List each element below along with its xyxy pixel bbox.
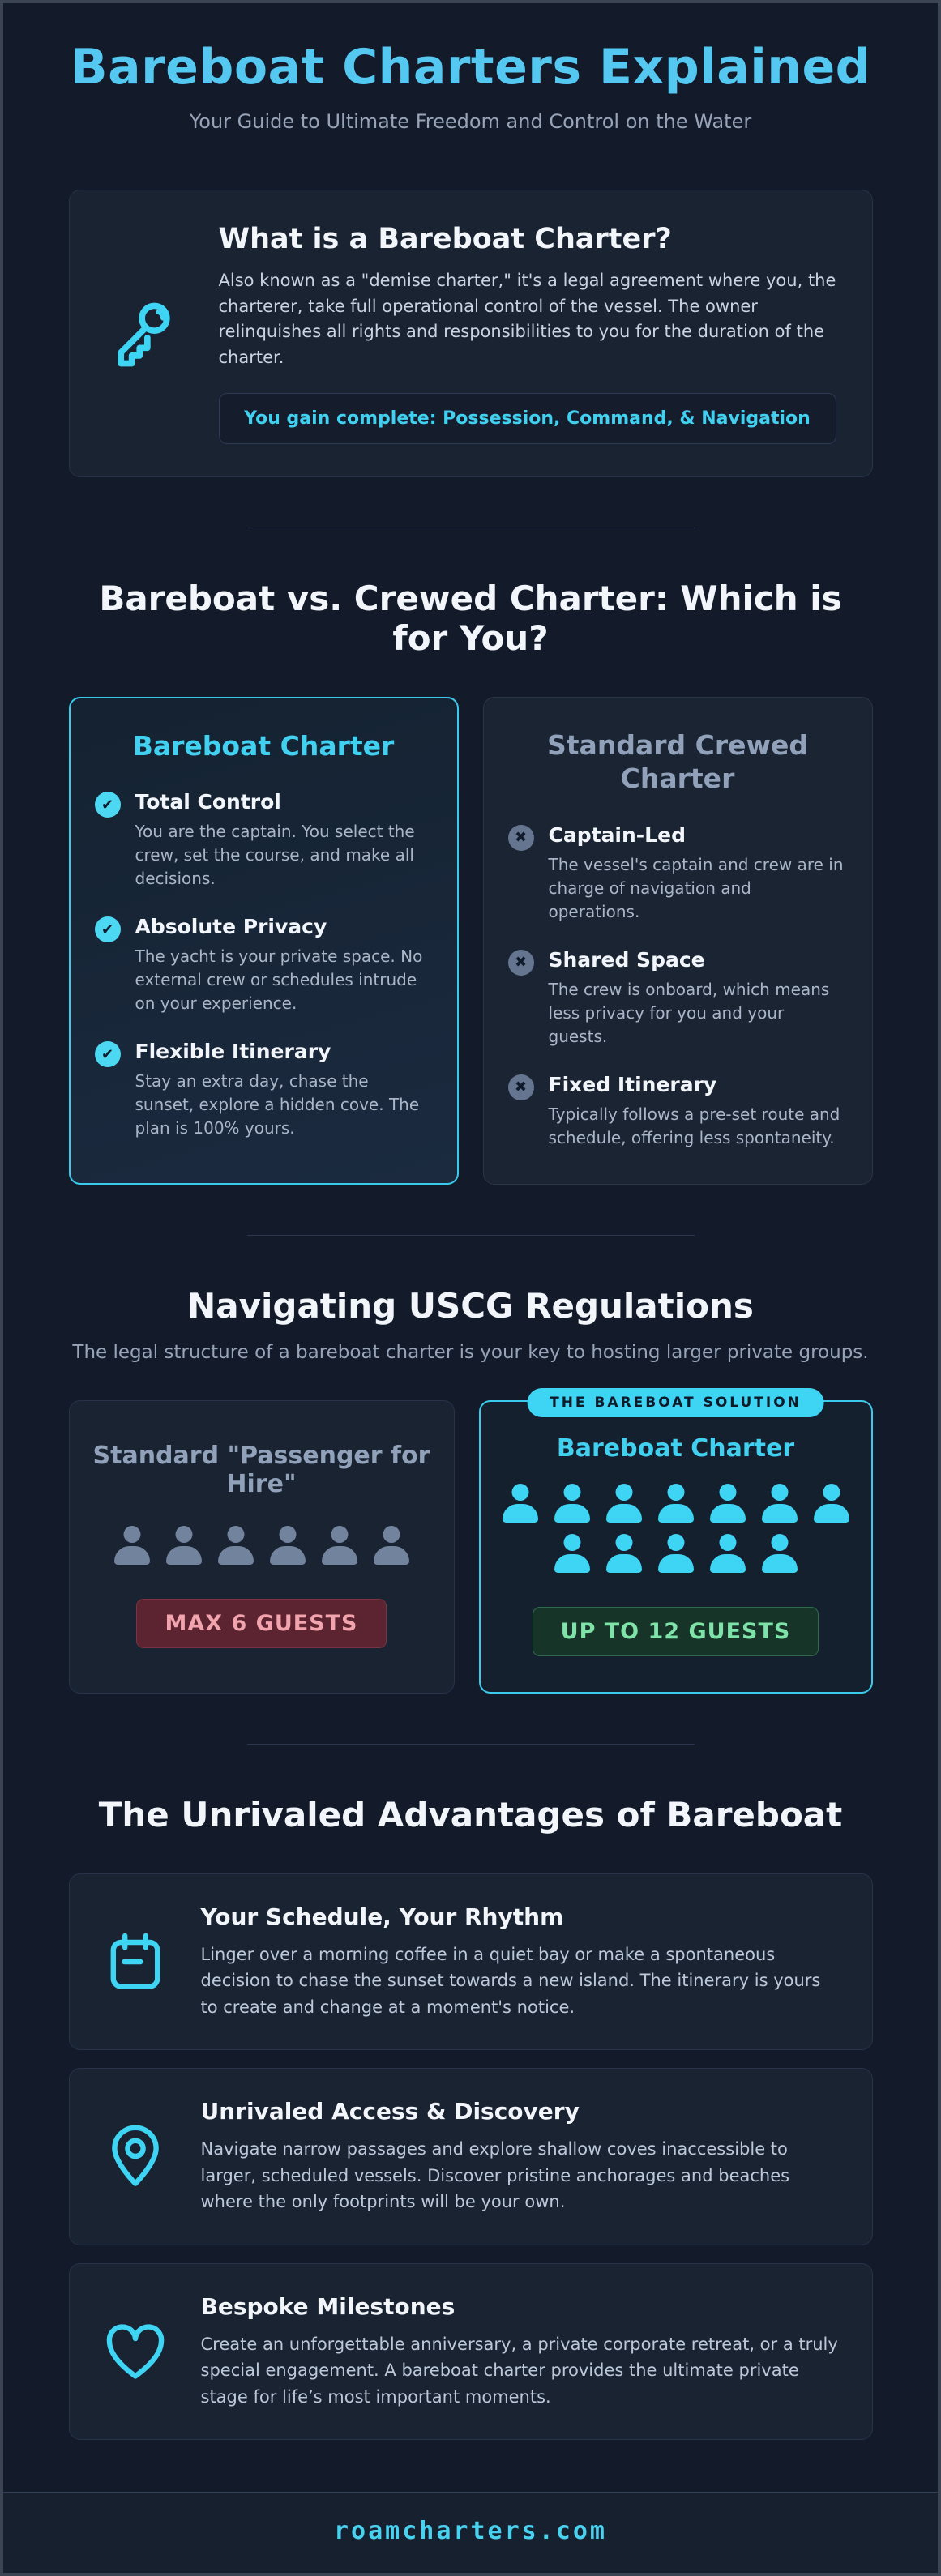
crewed-card-title: Standard Crewed Charter bbox=[547, 729, 808, 795]
feature-title: Total Control bbox=[135, 790, 281, 814]
advantage-title: Unrivaled Access & Discovery bbox=[200, 2098, 580, 2125]
advantage-desc: Create an unforgettable anniversary, a p… bbox=[200, 2334, 838, 2407]
guest-icon bbox=[811, 1484, 852, 1524]
advantage-card-access: Unrivaled Access & Discovery Navigate na… bbox=[68, 2068, 873, 2245]
page-subtitle: Your Guide to Ultimate Freedom and Contr… bbox=[189, 110, 752, 133]
uscg-grid: Standard "Passenger for Hire" MAX 6 GUES… bbox=[68, 1387, 873, 1694]
infographic-page: Bareboat Charters Explained Your Guide t… bbox=[3, 3, 938, 2574]
guest-icon bbox=[500, 1484, 541, 1524]
feature-desc: The vessel's captain and crew are in cha… bbox=[548, 854, 844, 921]
heart-icon bbox=[102, 2319, 169, 2384]
guest-icon bbox=[552, 1484, 592, 1524]
feature-title: Flexible Itinerary bbox=[135, 1040, 331, 1064]
bareboat-card-title: Bareboat Charter bbox=[132, 730, 395, 762]
key-icon bbox=[105, 295, 183, 373]
guest-icon bbox=[656, 1534, 696, 1574]
guest-icon-row bbox=[552, 1534, 800, 1574]
advantage-desc: Navigate narrow passages and explore sha… bbox=[200, 2139, 790, 2212]
feature-desc: The yacht is your private space. No exte… bbox=[135, 946, 423, 1014]
guest-icon bbox=[267, 1526, 308, 1566]
guest-icon bbox=[759, 1534, 800, 1574]
guest-icon bbox=[708, 1534, 748, 1574]
crewed-card: Standard Crewed Charter ✖ Captain-Led Th… bbox=[482, 697, 873, 1185]
guest-icon bbox=[604, 1484, 644, 1524]
check-icon: ✔ bbox=[94, 916, 121, 943]
list-item: ✔ Total Control You are the captain. You… bbox=[94, 790, 433, 891]
guest-icon bbox=[371, 1526, 412, 1566]
guest-icon bbox=[164, 1526, 204, 1566]
passenger-for-hire-card: Standard "Passenger for Hire" MAX 6 GUES… bbox=[68, 1399, 455, 1694]
bareboat-card: Bareboat Charter ✔ Total Control You are… bbox=[68, 697, 459, 1185]
intro-callout: You gain complete: Possession, Command, … bbox=[218, 393, 836, 444]
list-item: ✖ Captain-Led The vessel's captain and c… bbox=[507, 822, 848, 924]
advantages-heading: The Unrivaled Advantages of Bareboat bbox=[98, 1794, 843, 1835]
advantage-desc: Linger over a morning coffee in a quiet … bbox=[200, 1944, 821, 2017]
max-guests-badge: MAX 6 GUESTS bbox=[136, 1599, 387, 1648]
feature-title: Captain-Led bbox=[548, 822, 686, 847]
guest-icon bbox=[759, 1484, 800, 1524]
comparison-grid: Bareboat Charter ✔ Total Control You are… bbox=[68, 697, 873, 1185]
intro-card: What is a Bareboat Charter? Also known a… bbox=[68, 190, 873, 477]
check-icon: ✔ bbox=[94, 1041, 121, 1068]
solution-card-title: Bareboat Charter bbox=[556, 1433, 795, 1463]
x-icon: ✖ bbox=[507, 824, 534, 851]
feature-title: Shared Space bbox=[548, 947, 705, 972]
advantage-title: Bespoke Milestones bbox=[200, 2292, 456, 2320]
up-to-guests-badge: UP TO 12 GUESTS bbox=[532, 1606, 819, 1656]
guest-icon bbox=[319, 1526, 360, 1566]
section-divider bbox=[246, 1743, 695, 1745]
calendar-icon bbox=[102, 1929, 169, 1994]
feature-desc: You are the captain. You select the crew… bbox=[135, 822, 415, 889]
feature-title: Absolute Privacy bbox=[135, 915, 327, 939]
feature-title: Fixed Itinerary bbox=[548, 1072, 717, 1096]
uscg-subtitle: The legal structure of a bareboat charte… bbox=[72, 1341, 869, 1363]
guest-icon bbox=[656, 1484, 696, 1524]
check-icon: ✔ bbox=[94, 792, 121, 818]
feature-desc: Stay an extra day, chase the sunset, exp… bbox=[135, 1071, 420, 1138]
page-title: Bareboat Charters Explained bbox=[70, 39, 871, 96]
guest-icon bbox=[216, 1526, 256, 1566]
feature-desc: Typically follows a pre-set route and sc… bbox=[548, 1104, 840, 1147]
solution-pill-badge: THE BAREBOAT SOLUTION bbox=[527, 1387, 824, 1417]
list-item: ✖ Fixed Itinerary Typically follows a pr… bbox=[507, 1072, 848, 1150]
list-item: ✔ Flexible Itinerary Stay an extra day, … bbox=[94, 1040, 433, 1140]
feature-desc: The crew is onboard, which means less pr… bbox=[548, 979, 830, 1046]
guest-icon bbox=[604, 1534, 644, 1574]
map-pin-icon bbox=[102, 2124, 169, 2189]
advantage-card-milestones: Bespoke Milestones Create an unforgettab… bbox=[68, 2262, 873, 2441]
footer: roamcharters.com bbox=[3, 2492, 938, 2574]
advantage-title: Your Schedule, Your Rhythm bbox=[200, 1903, 564, 1930]
guest-icon bbox=[552, 1534, 592, 1574]
passenger-card-title: Standard "Passenger for Hire" bbox=[92, 1442, 430, 1498]
advantage-card-schedule: Your Schedule, Your Rhythm Linger over a… bbox=[68, 1873, 873, 2051]
footer-link[interactable]: roamcharters.com bbox=[334, 2517, 607, 2546]
intro-heading: What is a Bareboat Charter? bbox=[218, 223, 672, 255]
comparison-heading: Bareboat vs. Crewed Charter: Which is fo… bbox=[99, 579, 842, 658]
intro-body: Also known as a "demise charter," it's a… bbox=[218, 271, 836, 367]
uscg-heading: Navigating USCG Regulations bbox=[187, 1285, 754, 1326]
guest-icon bbox=[708, 1484, 748, 1524]
guest-icon-row bbox=[112, 1526, 412, 1566]
guest-icon-row bbox=[500, 1484, 852, 1524]
hero: Bareboat Charters Explained Your Guide t… bbox=[69, 39, 873, 133]
x-icon: ✖ bbox=[507, 949, 534, 976]
x-icon: ✖ bbox=[507, 1074, 534, 1100]
list-item: ✔ Absolute Privacy The yacht is your pri… bbox=[94, 915, 433, 1015]
list-item: ✖ Shared Space The crew is onboard, whic… bbox=[507, 947, 848, 1049]
section-divider bbox=[246, 1234, 695, 1236]
bareboat-solution-card: THE BAREBOAT SOLUTION Bareboat Charter U… bbox=[478, 1387, 873, 1694]
guest-icon bbox=[112, 1526, 152, 1566]
